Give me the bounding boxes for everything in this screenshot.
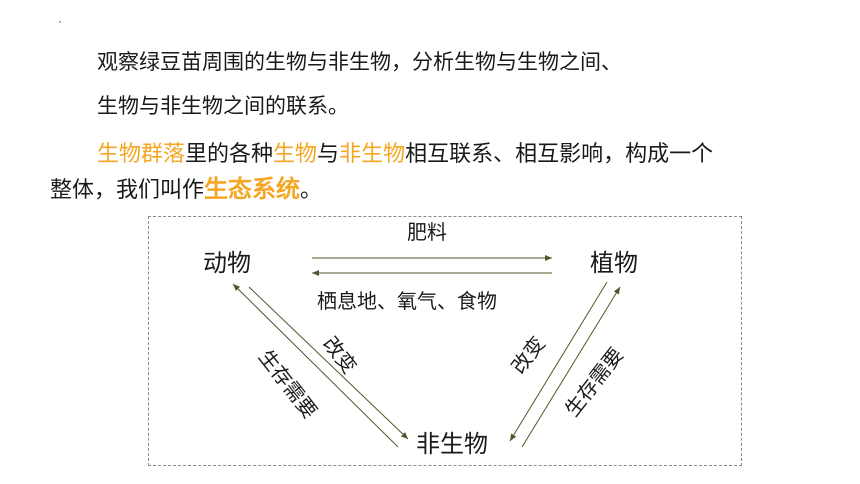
definition-text-1: 里的各种 <box>185 142 274 167</box>
definition-text-4: 整体，我们叫作 <box>50 178 205 203</box>
node-plant: 植物 <box>590 249 638 277</box>
edge-label-habitat: 栖息地、氧气、食物 <box>317 289 497 313</box>
arrow-plant-to-nonliving <box>509 281 608 442</box>
question-line-1: 观察绿豆苗周围的生物与非生物，分析生物与生物之间、 <box>97 50 622 74</box>
highlight-nonliving: 非生物 <box>339 142 406 167</box>
node-nonliving: 非生物 <box>416 430 488 458</box>
question-line-2: 生物与非生物之间的联系。 <box>97 94 349 118</box>
node-animal: 动物 <box>203 249 251 277</box>
arrow-animal-to-nonliving <box>248 286 409 440</box>
definition-text-2: 与 <box>317 142 340 167</box>
highlight-organisms: 生物 <box>273 142 318 167</box>
ecosystem-diagram-box <box>148 216 742 466</box>
highlight-biocommunity: 生物群落 <box>97 142 186 167</box>
arrow-nonliving-to-animal <box>232 283 399 448</box>
definition-line-2: 整体，我们叫作生态系统。 <box>50 175 322 205</box>
arrow-nonliving-to-plant <box>521 286 621 448</box>
decorative-dot <box>59 21 61 23</box>
definition-line-1: 生物群落里的各种生物与非生物相互联系、相互影响，构成一个 <box>97 141 713 169</box>
definition-text-3: 相互联系、相互影响，构成一个 <box>405 142 714 167</box>
definition-period: 。 <box>300 178 323 203</box>
highlight-ecosystem: 生态系统 <box>204 175 301 203</box>
edge-label-fertilizer: 肥料 <box>407 220 447 244</box>
